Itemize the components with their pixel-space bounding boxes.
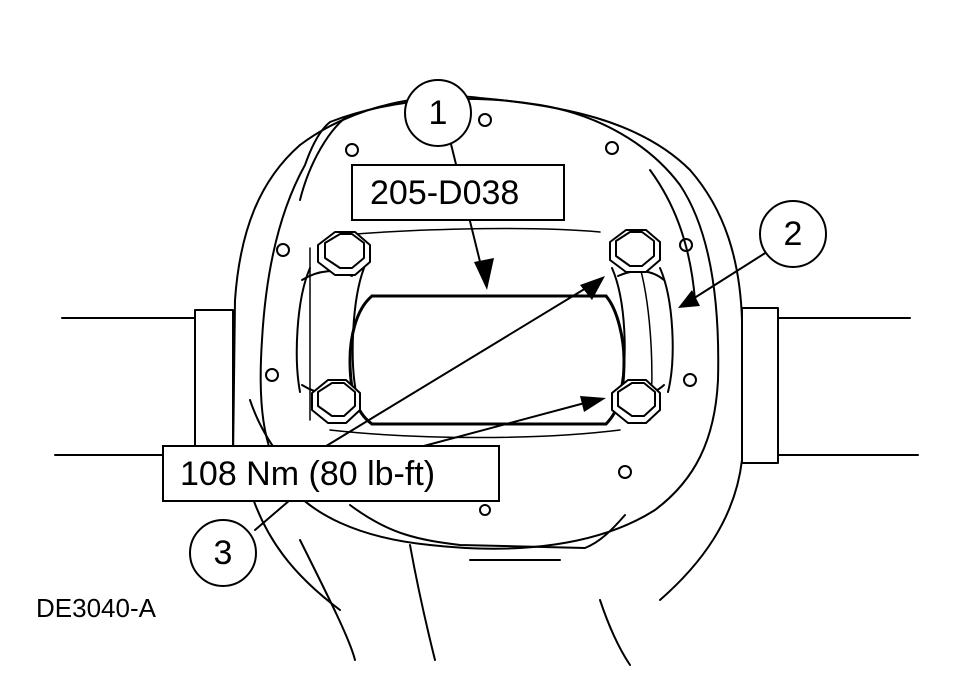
differential-housing bbox=[232, 95, 743, 666]
arrowhead-upper-bolt bbox=[580, 276, 605, 300]
tool-label: 205-D038 bbox=[370, 174, 519, 212]
arrowhead-lower-bolt bbox=[580, 396, 606, 412]
arrowheads bbox=[474, 258, 700, 412]
left-bearing-cap bbox=[295, 267, 365, 396]
bolt-upper-left bbox=[317, 231, 371, 276]
callout-3-number: 3 bbox=[214, 534, 233, 572]
callout-3-circle bbox=[189, 519, 257, 587]
callout-1-number: 1 bbox=[429, 94, 448, 132]
tool-label-box bbox=[351, 164, 565, 221]
right-axle-tube bbox=[741, 307, 919, 464]
arrowhead-cap bbox=[678, 290, 700, 308]
callout-2-circle bbox=[759, 200, 827, 268]
bolt-lower-right bbox=[611, 379, 661, 424]
torque-label-box bbox=[162, 445, 500, 502]
bolt-lower-left bbox=[311, 379, 361, 424]
left-axle-tube bbox=[54, 309, 234, 463]
figure-id: DE3040-A bbox=[36, 593, 157, 623]
callout-1-circle bbox=[404, 79, 472, 147]
torque-label: 108 Nm (80 lb-ft) bbox=[180, 455, 435, 493]
arrowhead-tool bbox=[474, 258, 494, 290]
bolt-upper-right bbox=[609, 229, 661, 273]
callout-2-number: 2 bbox=[784, 215, 803, 253]
